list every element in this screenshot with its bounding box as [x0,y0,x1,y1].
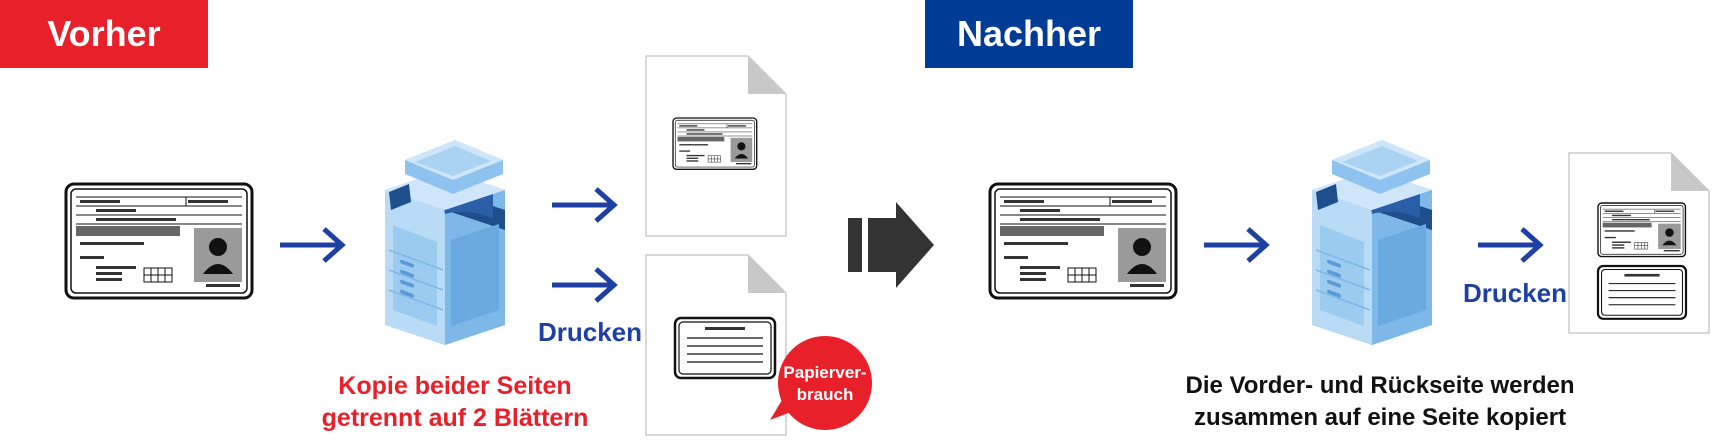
arrow-to-sheet-after-icon [1478,229,1540,261]
before-print-label: Drucken [537,317,643,347]
before-tag: Vorher [0,0,208,68]
paper-waste-badge [770,336,872,430]
after-tag-label: Nachher [956,13,1102,54]
id-card-front-icon [64,182,254,300]
id-card-front-combined-icon [1597,202,1687,258]
arrow-to-copier-icon [280,229,342,261]
transition-arrow-icon [848,202,934,288]
before-caption: Kopie beider Seiten getrennt auf 2 Blätt… [290,370,620,434]
paper-waste-line2: brauch [796,385,854,404]
id-card-back-combined-icon [1596,264,1688,320]
id-card-front-mini-icon [672,117,758,170]
after-caption-line1: Die Vorder- und Rückseite werden [1185,372,1575,399]
paper-waste-line1: Papierver- [783,363,867,382]
after-tag: Nachher [925,0,1133,68]
copier-icon [384,139,506,346]
after-caption-line2: zusammen auf eine Seite kopiert [1193,404,1567,431]
before-caption-line2: getrennt auf 2 Blättern [321,404,589,432]
before-tag-label: Vorher [47,13,161,54]
arrow-to-copier-after-icon [1204,229,1266,261]
after-print-label: Drucken [1462,278,1568,308]
before-caption-line1: Kopie beider Seiten [338,372,572,400]
id-card-front-after-icon [988,182,1178,300]
arrow-to-sheet-front-icon [552,189,614,221]
arrow-to-sheet-back-icon [552,269,614,301]
id-card-back-icon [673,316,777,380]
paper-waste-label: Papierver- brauch [778,362,872,406]
copier-after-icon [1311,139,1433,346]
after-caption: Die Vorder- und Rückseite werden zusamme… [1150,370,1610,434]
